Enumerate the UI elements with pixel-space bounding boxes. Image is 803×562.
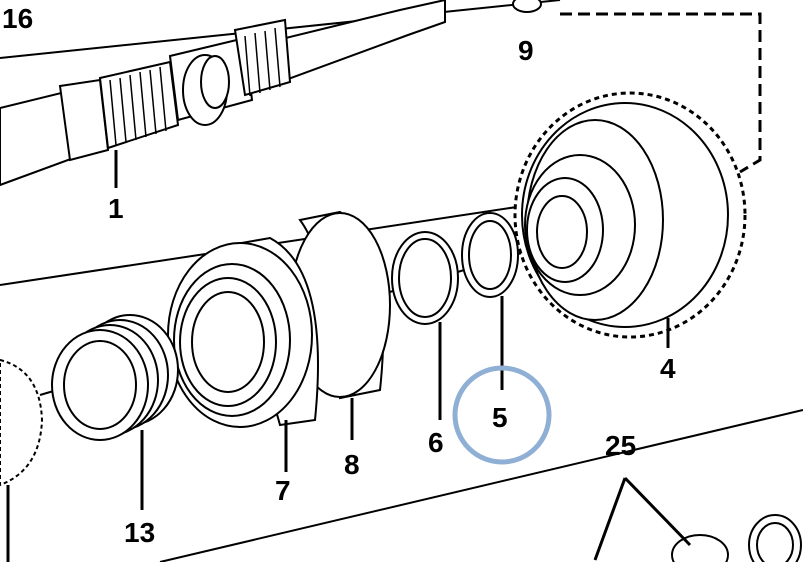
bearing-part-7 (167, 236, 319, 428)
left-gear-edge (0, 358, 44, 487)
label-4: 4 (660, 353, 676, 384)
main-shaft (0, 0, 446, 187)
part-25-assembly (671, 514, 802, 562)
label-7: 7 (275, 475, 291, 506)
label-9: 9 (518, 35, 534, 66)
leader-25-b (623, 476, 692, 547)
label-13: 13 (124, 517, 155, 548)
label-5: 5 (492, 402, 508, 433)
label-16: 16 (2, 3, 33, 34)
label-1: 1 (108, 193, 124, 224)
spring-part-13 (51, 314, 179, 441)
part-9-ring (512, 0, 542, 13)
gear-part-4 (513, 91, 747, 339)
highlight-circle (452, 365, 552, 465)
label-6: 6 (428, 427, 444, 458)
label-8: 8 (344, 449, 360, 480)
label-25: 25 (605, 430, 636, 461)
dashed-bracket (560, 12, 762, 174)
leader-25-a (593, 477, 627, 561)
